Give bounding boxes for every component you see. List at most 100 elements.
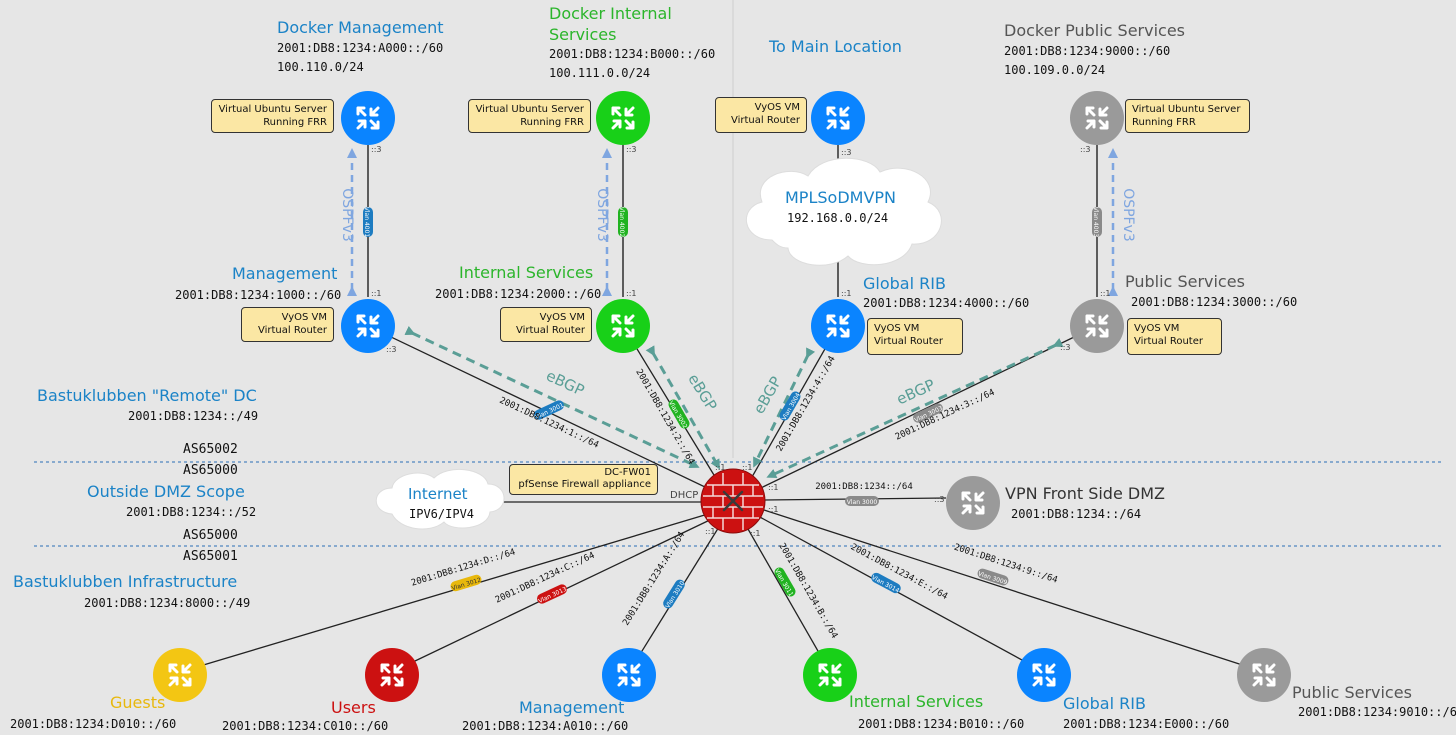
router-global-rib-bottom <box>1017 648 1071 702</box>
link-label-3004: 2001:DB8:1234:4::/64 <box>775 355 838 454</box>
zone-as-dmz-top: AS65000 <box>183 463 238 478</box>
svg-text:::1: ::1 <box>1100 289 1110 298</box>
svg-text:Vlan 4003: Vlan 4003 <box>1092 207 1099 238</box>
zone-as-dmz-bottom: AS65000 <box>183 528 238 543</box>
site-prefix-public-services-bottom: 2001:DB8:1234:9010::/60 <box>1298 705 1456 719</box>
svg-text:::1: ::1 <box>715 463 725 472</box>
site-prefix-docker-internal: 2001:DB8:1234:B000::/60 <box>549 47 716 61</box>
port-labels: ::3 ::3 ::3 ::3 ::1 ::1 ::1 ::1 ::3 ::3 … <box>371 145 1110 538</box>
site-prefix-guests: 2001:DB8:1234:D010::/60 <box>10 717 177 731</box>
svg-text:::3: ::3 <box>1060 343 1070 352</box>
vlan-tag-3013: Vlan 3013 <box>537 584 568 605</box>
ebgp-arrow-public <box>766 337 1064 479</box>
svg-text:::3: ::3 <box>841 148 851 157</box>
site-title-management: Management <box>232 264 338 283</box>
site-prefix4-docker-internal: 100.111.0.0/24 <box>549 66 651 80</box>
svg-text:::1: ::1 <box>705 527 715 536</box>
svg-text:Vlan 4001: Vlan 4001 <box>363 207 370 238</box>
site-title-docker-internal-2: Services <box>549 25 617 44</box>
router-internal-services <box>596 299 650 353</box>
firewall-icon <box>700 468 766 534</box>
site-prefix4-docker-public: 100.109.0.0/24 <box>1004 63 1106 77</box>
site-title-internal-services: Internal Services <box>459 263 594 282</box>
site-title-internal-services-bottom: Internal Services <box>849 692 984 711</box>
site-title-global-rib-bottom: Global RIB <box>1063 694 1146 713</box>
internet-cloud <box>375 468 505 530</box>
zone-title-infrastructure: Bastuklubben Infrastructure <box>13 572 238 591</box>
svg-text:::1: ::1 <box>750 529 760 538</box>
site-prefix4-docker-management: 100.110.0/24 <box>277 60 364 74</box>
router-management-bottom <box>602 648 656 702</box>
vlan-tag-4002: Vlan 4002 <box>618 207 628 237</box>
site-title-docker-public: Docker Public Services <box>1004 21 1186 40</box>
vpn-title: VPN Front Side DMZ <box>1005 484 1165 503</box>
vlan-tag-4001: Vlan 4001 <box>363 207 373 238</box>
router-global-rib <box>811 299 865 353</box>
router-management <box>341 299 395 353</box>
svg-text:::1: ::1 <box>626 289 636 298</box>
link-internal-services <box>743 521 831 673</box>
link-guests <box>179 513 709 673</box>
vlan-tag-3012: Vlan 3012 <box>450 574 482 592</box>
vlan-tag-3000: Vlan 3000 <box>845 496 879 506</box>
svg-text:::3: ::3 <box>386 345 396 354</box>
site-title-management-bottom: Management <box>519 698 625 717</box>
site-prefix-global-rib-bottom: 2001:DB8:1234:E000::/60 <box>1063 717 1230 731</box>
site-prefix-docker-public: 2001:DB8:1234:9000::/60 <box>1004 44 1171 58</box>
link-label-3000: 2001:DB8:1234::/64 <box>815 482 913 492</box>
ospf-label-internal: OSPFv3 <box>593 188 610 242</box>
vlan-tag-3010: Vlan 3010 <box>663 579 686 610</box>
site-title-global-rib: Global RIB <box>863 274 946 293</box>
svg-text:::3: ::3 <box>934 495 944 504</box>
svg-text:::3: ::3 <box>626 145 636 154</box>
router-main-location <box>811 91 865 145</box>
site-title-public-services-bottom: Public Services <box>1292 683 1412 702</box>
vlan-tag-4003: Vlan 4003 <box>1092 207 1102 238</box>
ospf-label-public: OSPFv3 <box>1119 188 1136 242</box>
router-docker-internal <box>596 91 650 145</box>
site-title-docker-internal-1: Docker Internal <box>549 4 672 23</box>
site-prefix-management: 2001:DB8:1234:1000::/60 <box>175 288 342 302</box>
site-prefix-internal-services: 2001:DB8:1234:2000::/60 <box>435 287 602 301</box>
svg-text:::1: ::1 <box>841 289 851 298</box>
site-prefix-docker-management: 2001:DB8:1234:A000::/60 <box>277 41 444 55</box>
link-label-3010: 2001:DB8:1234:A::/64 <box>621 530 687 627</box>
svg-text:::1: ::1 <box>768 483 778 492</box>
link-label-3001: 2001:DB8:1234:1::/64 <box>498 396 600 451</box>
link-public-services <box>763 509 1265 673</box>
internet-sub: IPV6/IPV4 <box>409 507 475 521</box>
zone-as-infrastructure: AS65001 <box>183 549 238 564</box>
zone-prefix-infrastructure: 2001:DB8:1234:8000::/49 <box>84 596 251 610</box>
site-prefix-global-rib: 2001:DB8:1234:4000::/60 <box>863 296 1030 310</box>
router-vpn-dmz <box>946 476 1000 530</box>
zone-title-remote-dc: Bastuklubben "Remote" DC <box>37 386 257 405</box>
site-prefix-users: 2001:DB8:1234:C010::/60 <box>222 719 389 733</box>
site-prefix-internal-services-bottom: 2001:DB8:1234:B010::/60 <box>858 717 1025 731</box>
link-global-rib <box>757 515 1045 673</box>
site-title-guests: Guests <box>110 693 166 712</box>
zone-prefix-remote-dc: 2001:DB8:1234::/49 <box>128 409 259 423</box>
router-docker-management <box>341 91 395 145</box>
svg-text:::1: ::1 <box>768 505 778 514</box>
zone-prefix-dmz: 2001:DB8:1234::/52 <box>126 505 257 519</box>
ebgp-arrow-internal <box>645 345 720 470</box>
mpls-prefix: 192.168.0.0/24 <box>787 211 889 225</box>
svg-text:::3: ::3 <box>371 145 381 154</box>
vpn-prefix: 2001:DB8:1234::/64 <box>1011 507 1142 521</box>
zone-title-dmz: Outside DMZ Scope <box>87 482 245 501</box>
site-title-main-location: To Main Location <box>769 37 902 56</box>
router-public-services <box>1070 299 1124 353</box>
router-docker-public <box>1070 91 1124 145</box>
mpls-title: MPLSoDMVPN <box>785 188 896 207</box>
svg-text:DHCP: DHCP <box>670 490 698 501</box>
